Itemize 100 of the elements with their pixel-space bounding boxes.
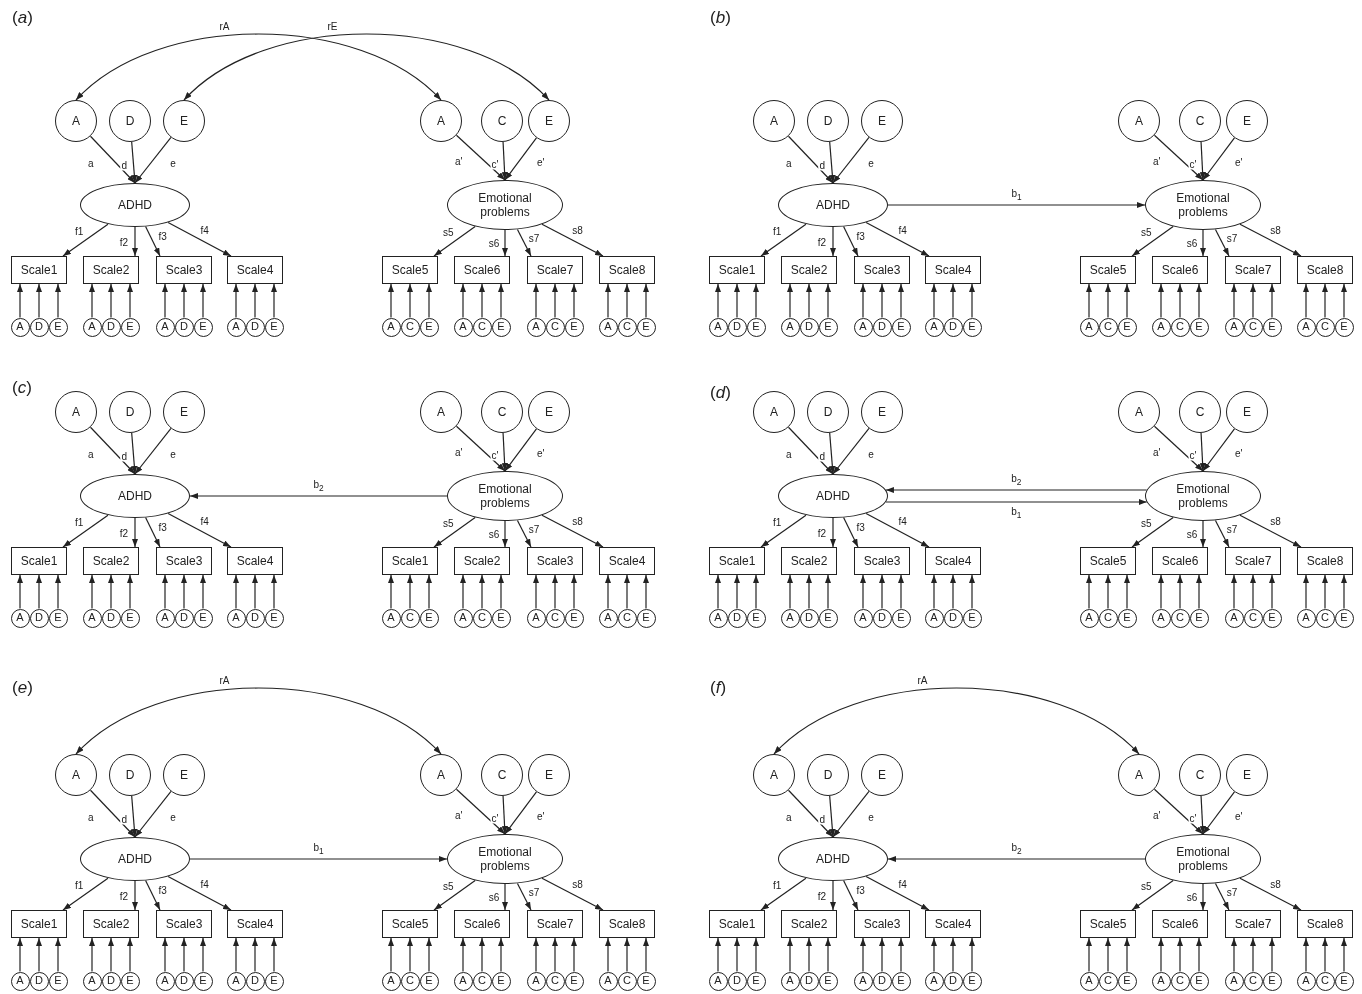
small-circle-node: E xyxy=(1334,317,1354,337)
ellipse-node: ADHD xyxy=(80,183,190,227)
ellipse-node: ADHD xyxy=(778,474,888,518)
arrow xyxy=(1239,877,1302,911)
scale-box: Scale8 xyxy=(1297,910,1353,938)
arrow xyxy=(624,283,630,319)
arrow xyxy=(1341,574,1347,610)
scale-box: Scale2 xyxy=(781,910,837,938)
scale-box: Scale7 xyxy=(527,910,583,938)
small-circle-node: A xyxy=(226,317,246,337)
small-circle-node: A xyxy=(853,608,873,628)
small-circle-node: E xyxy=(564,971,584,991)
edge-label: d xyxy=(818,159,827,171)
panel-label: (e) xyxy=(12,678,33,698)
arrow xyxy=(132,880,138,911)
small-circle-node: C xyxy=(545,317,565,337)
arrow xyxy=(162,937,168,973)
small-circle-node: E xyxy=(264,317,284,337)
arrow xyxy=(571,937,577,973)
scale-box: Scale8 xyxy=(1297,547,1353,575)
arrow xyxy=(1199,432,1206,472)
arrow xyxy=(950,574,956,610)
small-circle-node: D xyxy=(799,608,819,628)
arrow xyxy=(516,228,532,257)
edge-label: s7 xyxy=(1225,523,1239,535)
small-circle-node: D xyxy=(245,608,265,628)
arrow xyxy=(931,574,937,610)
circle-node: C xyxy=(481,754,523,796)
ellipse-node: ADHD xyxy=(80,474,190,518)
edge-label: b$_{1}$ xyxy=(312,841,325,857)
scale-box: Scale3 xyxy=(854,910,910,938)
arrow xyxy=(134,427,172,475)
scale-box: Scale2 xyxy=(83,256,139,284)
arrow xyxy=(479,937,485,973)
small-circle-node: C xyxy=(472,317,492,337)
small-circle-node: D xyxy=(727,971,747,991)
arrow xyxy=(552,937,558,973)
small-circle-node: C xyxy=(400,317,420,337)
arrow xyxy=(1202,428,1236,472)
arrow xyxy=(252,574,258,610)
arrow xyxy=(1269,283,1275,319)
arrow xyxy=(1177,937,1183,973)
edge-label: f1 xyxy=(73,225,85,237)
circle-node: E xyxy=(861,100,903,142)
arrow xyxy=(62,514,109,548)
edge-label: c' xyxy=(490,158,500,170)
edge-label: f2 xyxy=(816,527,828,538)
arrow xyxy=(433,225,476,257)
edge-label: f1 xyxy=(73,516,85,528)
small-circle-node: E xyxy=(564,608,584,628)
arrow xyxy=(898,283,904,319)
arrow xyxy=(541,223,604,257)
arrow xyxy=(460,937,466,973)
arrow xyxy=(167,222,232,257)
scale-box: Scale2 xyxy=(83,910,139,938)
arrow xyxy=(843,517,859,548)
arrow xyxy=(541,514,604,548)
arrow xyxy=(825,574,831,610)
arrow xyxy=(502,520,508,548)
small-circle-node: E xyxy=(1334,608,1354,628)
arrow xyxy=(1322,574,1328,610)
edge-label: s7 xyxy=(1225,232,1239,244)
small-circle-node: E xyxy=(962,317,982,337)
arrow xyxy=(969,574,975,610)
scale-box: Scale4 xyxy=(227,547,283,575)
small-circle-node: E xyxy=(746,608,766,628)
arrow xyxy=(271,283,277,319)
arrow xyxy=(1200,883,1206,911)
scale-box: Scale3 xyxy=(156,256,212,284)
arrow xyxy=(1153,425,1204,472)
circle-node: D xyxy=(109,100,151,142)
small-circle-node: A xyxy=(708,317,728,337)
small-circle-node: D xyxy=(245,971,265,991)
edge-label: f2 xyxy=(118,527,130,538)
edge-label: d xyxy=(120,450,129,462)
arrow xyxy=(1250,574,1256,610)
small-circle-node: C xyxy=(1170,971,1190,991)
small-circle-node: E xyxy=(193,971,213,991)
edge-label: s8 xyxy=(1269,878,1282,890)
small-circle-node: A xyxy=(780,971,800,991)
scale-box: Scale6 xyxy=(454,910,510,938)
small-circle-node: A xyxy=(1151,971,1171,991)
small-circle-node: D xyxy=(245,317,265,337)
circle-node: C xyxy=(1179,754,1221,796)
scale-box: Scale8 xyxy=(1297,256,1353,284)
arrow xyxy=(1086,574,1092,610)
circle-node: E xyxy=(861,391,903,433)
small-circle-node: A xyxy=(1151,317,1171,337)
small-circle-node: E xyxy=(1189,608,1209,628)
small-circle-node: A xyxy=(924,317,944,337)
edge-label: s8 xyxy=(571,515,584,527)
small-circle-node: C xyxy=(1098,608,1118,628)
scale-box: Scale8 xyxy=(599,256,655,284)
arrow xyxy=(787,937,793,973)
edge-label: c' xyxy=(490,812,500,824)
arrow xyxy=(1196,937,1202,973)
edge-label: e' xyxy=(536,447,546,459)
small-circle-node: E xyxy=(636,608,656,628)
edge-label: a' xyxy=(454,446,464,458)
circle-node: A xyxy=(1118,391,1160,433)
